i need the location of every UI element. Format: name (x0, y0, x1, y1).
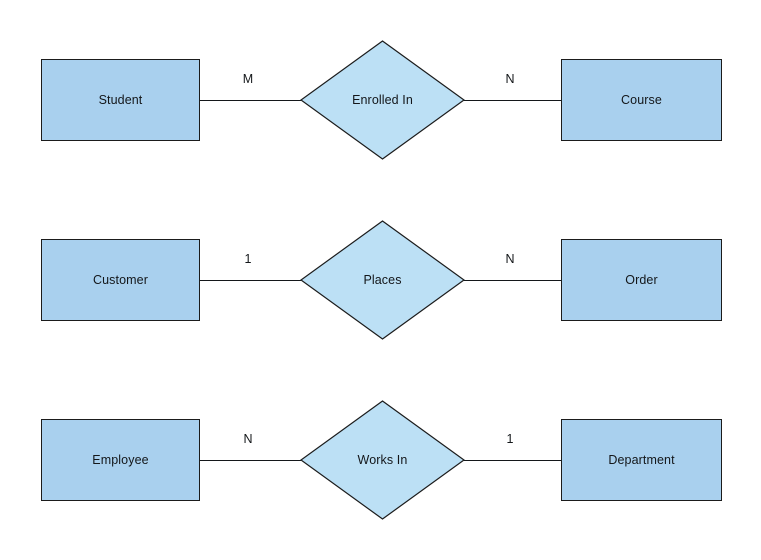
er-relationship-row: Student M Enrolled In N Course (0, 20, 761, 180)
entity-box-department[interactable]: Department (561, 419, 722, 501)
connector-line-left (200, 460, 301, 461)
cardinality-label-left: M (242, 72, 254, 86)
cardinality-label-right: N (505, 72, 515, 86)
entity-box-course[interactable]: Course (561, 59, 722, 141)
entity-label: Employee (92, 452, 149, 467)
entity-box-employee[interactable]: Employee (41, 419, 200, 501)
entity-label: Customer (93, 272, 148, 287)
diamond-shape-icon (300, 220, 465, 340)
cardinality-label-right: 1 (506, 432, 514, 446)
relationship-diamond-places[interactable]: Places (300, 220, 465, 340)
entity-box-order[interactable]: Order (561, 239, 722, 321)
cardinality-label-left: 1 (244, 252, 252, 266)
cardinality-label-right: N (505, 252, 515, 266)
relationship-diamond-enrolled-in[interactable]: Enrolled In (300, 40, 465, 160)
connector-line-left (200, 100, 301, 101)
entity-box-customer[interactable]: Customer (41, 239, 200, 321)
diamond-shape-icon (300, 400, 465, 520)
er-relationship-row: Customer 1 Places N Order (0, 200, 761, 360)
cardinality-label-left: N (243, 432, 253, 446)
entity-label: Order (625, 272, 658, 287)
entity-label: Department (608, 452, 675, 467)
relationship-diamond-works-in[interactable]: Works In (300, 400, 465, 520)
entity-label: Course (621, 92, 662, 107)
connector-line-left (200, 280, 301, 281)
connector-line-right (464, 460, 561, 461)
diamond-shape-icon (300, 40, 465, 160)
connector-line-right (464, 100, 561, 101)
connector-line-right (464, 280, 561, 281)
entity-label: Student (98, 92, 143, 107)
er-relationship-row: Employee N Works In 1 Department (0, 380, 761, 540)
entity-box-student[interactable]: Student (41, 59, 200, 141)
